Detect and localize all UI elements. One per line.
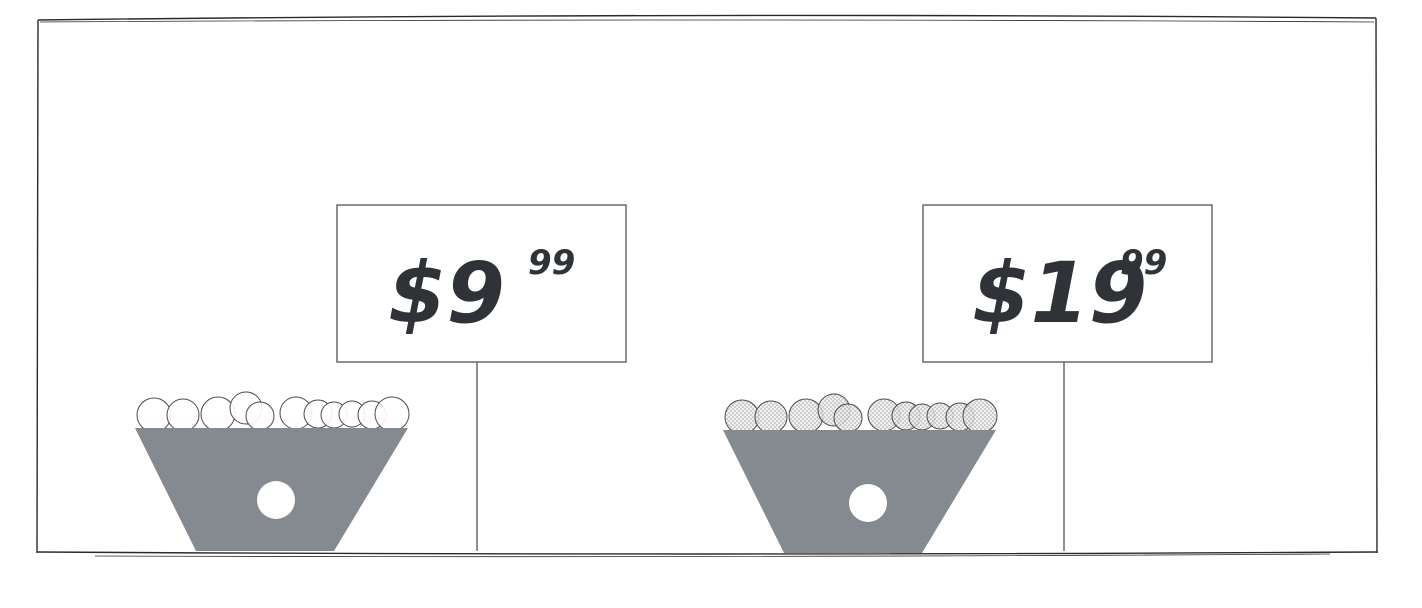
price-cents: 99 [528, 243, 575, 283]
basket [135, 428, 408, 551]
stall-2: $19 99 [723, 204, 1213, 553]
basket-item [245, 401, 275, 431]
basket [723, 430, 996, 553]
basket-item [200, 396, 236, 432]
basket-items [724, 393, 998, 435]
basket-item [136, 397, 172, 433]
basket-hole [849, 484, 887, 522]
basket-items [136, 391, 410, 433]
price-cents: 99 [1120, 243, 1167, 283]
basket-item [788, 398, 824, 434]
scene-frame [36, 14, 1378, 558]
price-dollars: $19 [972, 244, 1147, 342]
basket-item [962, 398, 998, 434]
basket-item [754, 400, 788, 434]
basket-item [166, 398, 200, 432]
price-sign [922, 204, 1213, 363]
price-sign [336, 204, 627, 363]
price-dollars: $9 [388, 244, 505, 342]
basket-item [374, 396, 410, 432]
stall-1: $9 99 [135, 204, 627, 551]
basket-hole [257, 481, 295, 519]
basket-item [833, 403, 863, 433]
basket-item [724, 399, 760, 435]
